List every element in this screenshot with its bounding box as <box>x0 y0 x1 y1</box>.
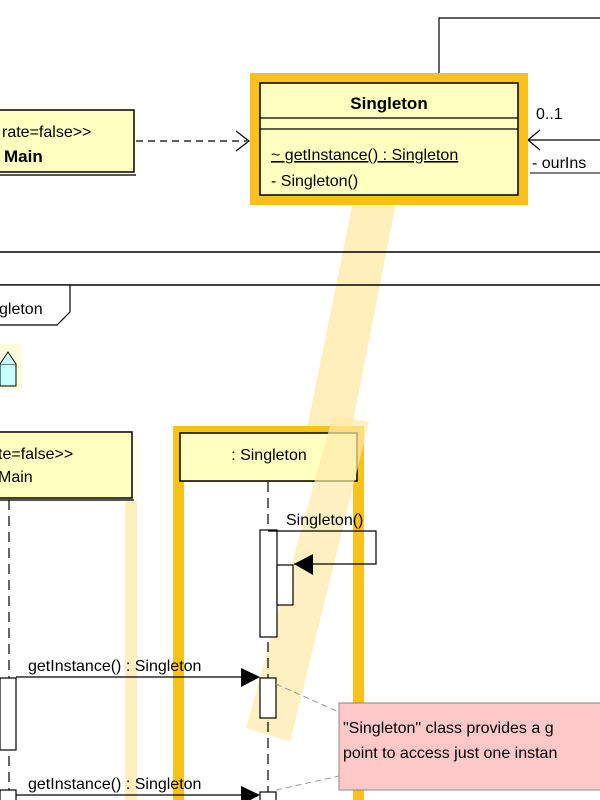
main-lifeline-stereotype: te=false>> <box>0 446 73 463</box>
association-role: - ourIns <box>532 155 586 172</box>
main-class-stereotype: rate=false>> <box>2 124 91 141</box>
message-singleton-self <box>268 530 377 565</box>
singleton-activation-constructor <box>259 529 278 638</box>
sequence-frame-label: gleton <box>0 301 43 318</box>
highlight-main-lifeline-band <box>125 500 137 800</box>
highlight-connector-band-overlay <box>246 415 369 742</box>
message-getinstance-2-label: getInstance() : Singleton <box>28 776 201 793</box>
message-getinstance-1-label: getInstance() : Singleton <box>28 658 201 675</box>
sequence-frame-tab <box>0 284 71 326</box>
singleton-activation-nested <box>276 564 294 606</box>
singleton-activation-getinstance-2 <box>259 791 277 800</box>
message-getinstance-1-arrowhead <box>241 668 260 687</box>
singleton-class-name: Singleton <box>350 94 427 113</box>
note-connector-2 <box>275 775 340 791</box>
message-singleton-label: Singleton() <box>286 512 363 529</box>
association-multiplicity: 0..1 <box>536 106 563 123</box>
note-text-line-2: point to access just one instan <box>343 745 557 762</box>
singleton-operation-constructor: - Singleton() <box>271 173 358 190</box>
main-lifeline-name: Main <box>0 469 33 486</box>
message-getinstance-2-arrowhead <box>241 786 260 800</box>
main-class-name: Main <box>4 147 43 166</box>
package-icon <box>0 344 22 390</box>
message-singleton-arrowhead <box>294 554 313 575</box>
main-lifeline-head[interactable]: te=false>> Main <box>0 431 138 502</box>
self-association-line <box>438 17 600 76</box>
singleton-class-box[interactable]: Singleton ~ getInstance() : Singleton - … <box>250 73 528 205</box>
singleton-lifeline-name: : Singleton <box>231 447 307 464</box>
note-connector-1 <box>275 683 340 713</box>
note-text-line-1: "Singleton" class provides a g <box>343 720 554 737</box>
main-activation-bar-2 <box>0 789 17 800</box>
main-class-box[interactable]: rate=false>> Main <box>0 109 138 176</box>
singleton-activation-getinstance <box>259 677 277 719</box>
main-activation-bar <box>0 677 17 751</box>
singleton-operation-getinstance: ~ getInstance() : Singleton <box>271 147 458 164</box>
note-box[interactable]: "Singleton" class provides a g point to … <box>338 702 600 791</box>
dependency-arrowhead <box>235 130 250 152</box>
